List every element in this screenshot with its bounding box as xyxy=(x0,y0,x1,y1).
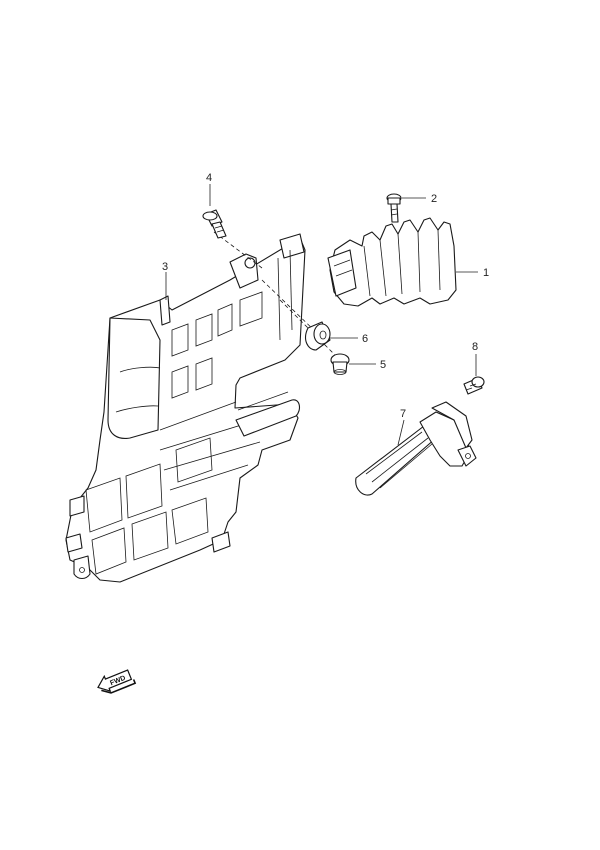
callout-7[interactable]: 7 xyxy=(400,408,406,420)
callout-8[interactable]: 8 xyxy=(472,341,478,353)
forward-arrow-icon: FWD xyxy=(97,669,137,694)
bracket-part[interactable] xyxy=(65,233,306,583)
callout-6[interactable]: 6 xyxy=(362,333,368,345)
callout-5[interactable]: 5 xyxy=(380,359,386,371)
bolt-part-4[interactable] xyxy=(202,209,227,239)
bolt-part-2[interactable] xyxy=(386,193,402,223)
callout-2[interactable]: 2 xyxy=(431,193,437,205)
callout-3[interactable]: 3 xyxy=(162,261,168,273)
callout-4[interactable]: 4 xyxy=(206,172,212,184)
grommet-part[interactable] xyxy=(305,321,331,351)
collar-part[interactable] xyxy=(330,353,350,375)
regulator-part[interactable] xyxy=(327,217,457,307)
ignition-coil-part[interactable] xyxy=(355,401,477,496)
callout-1[interactable]: 1 xyxy=(483,267,489,279)
bolt-part-8[interactable] xyxy=(463,376,485,395)
